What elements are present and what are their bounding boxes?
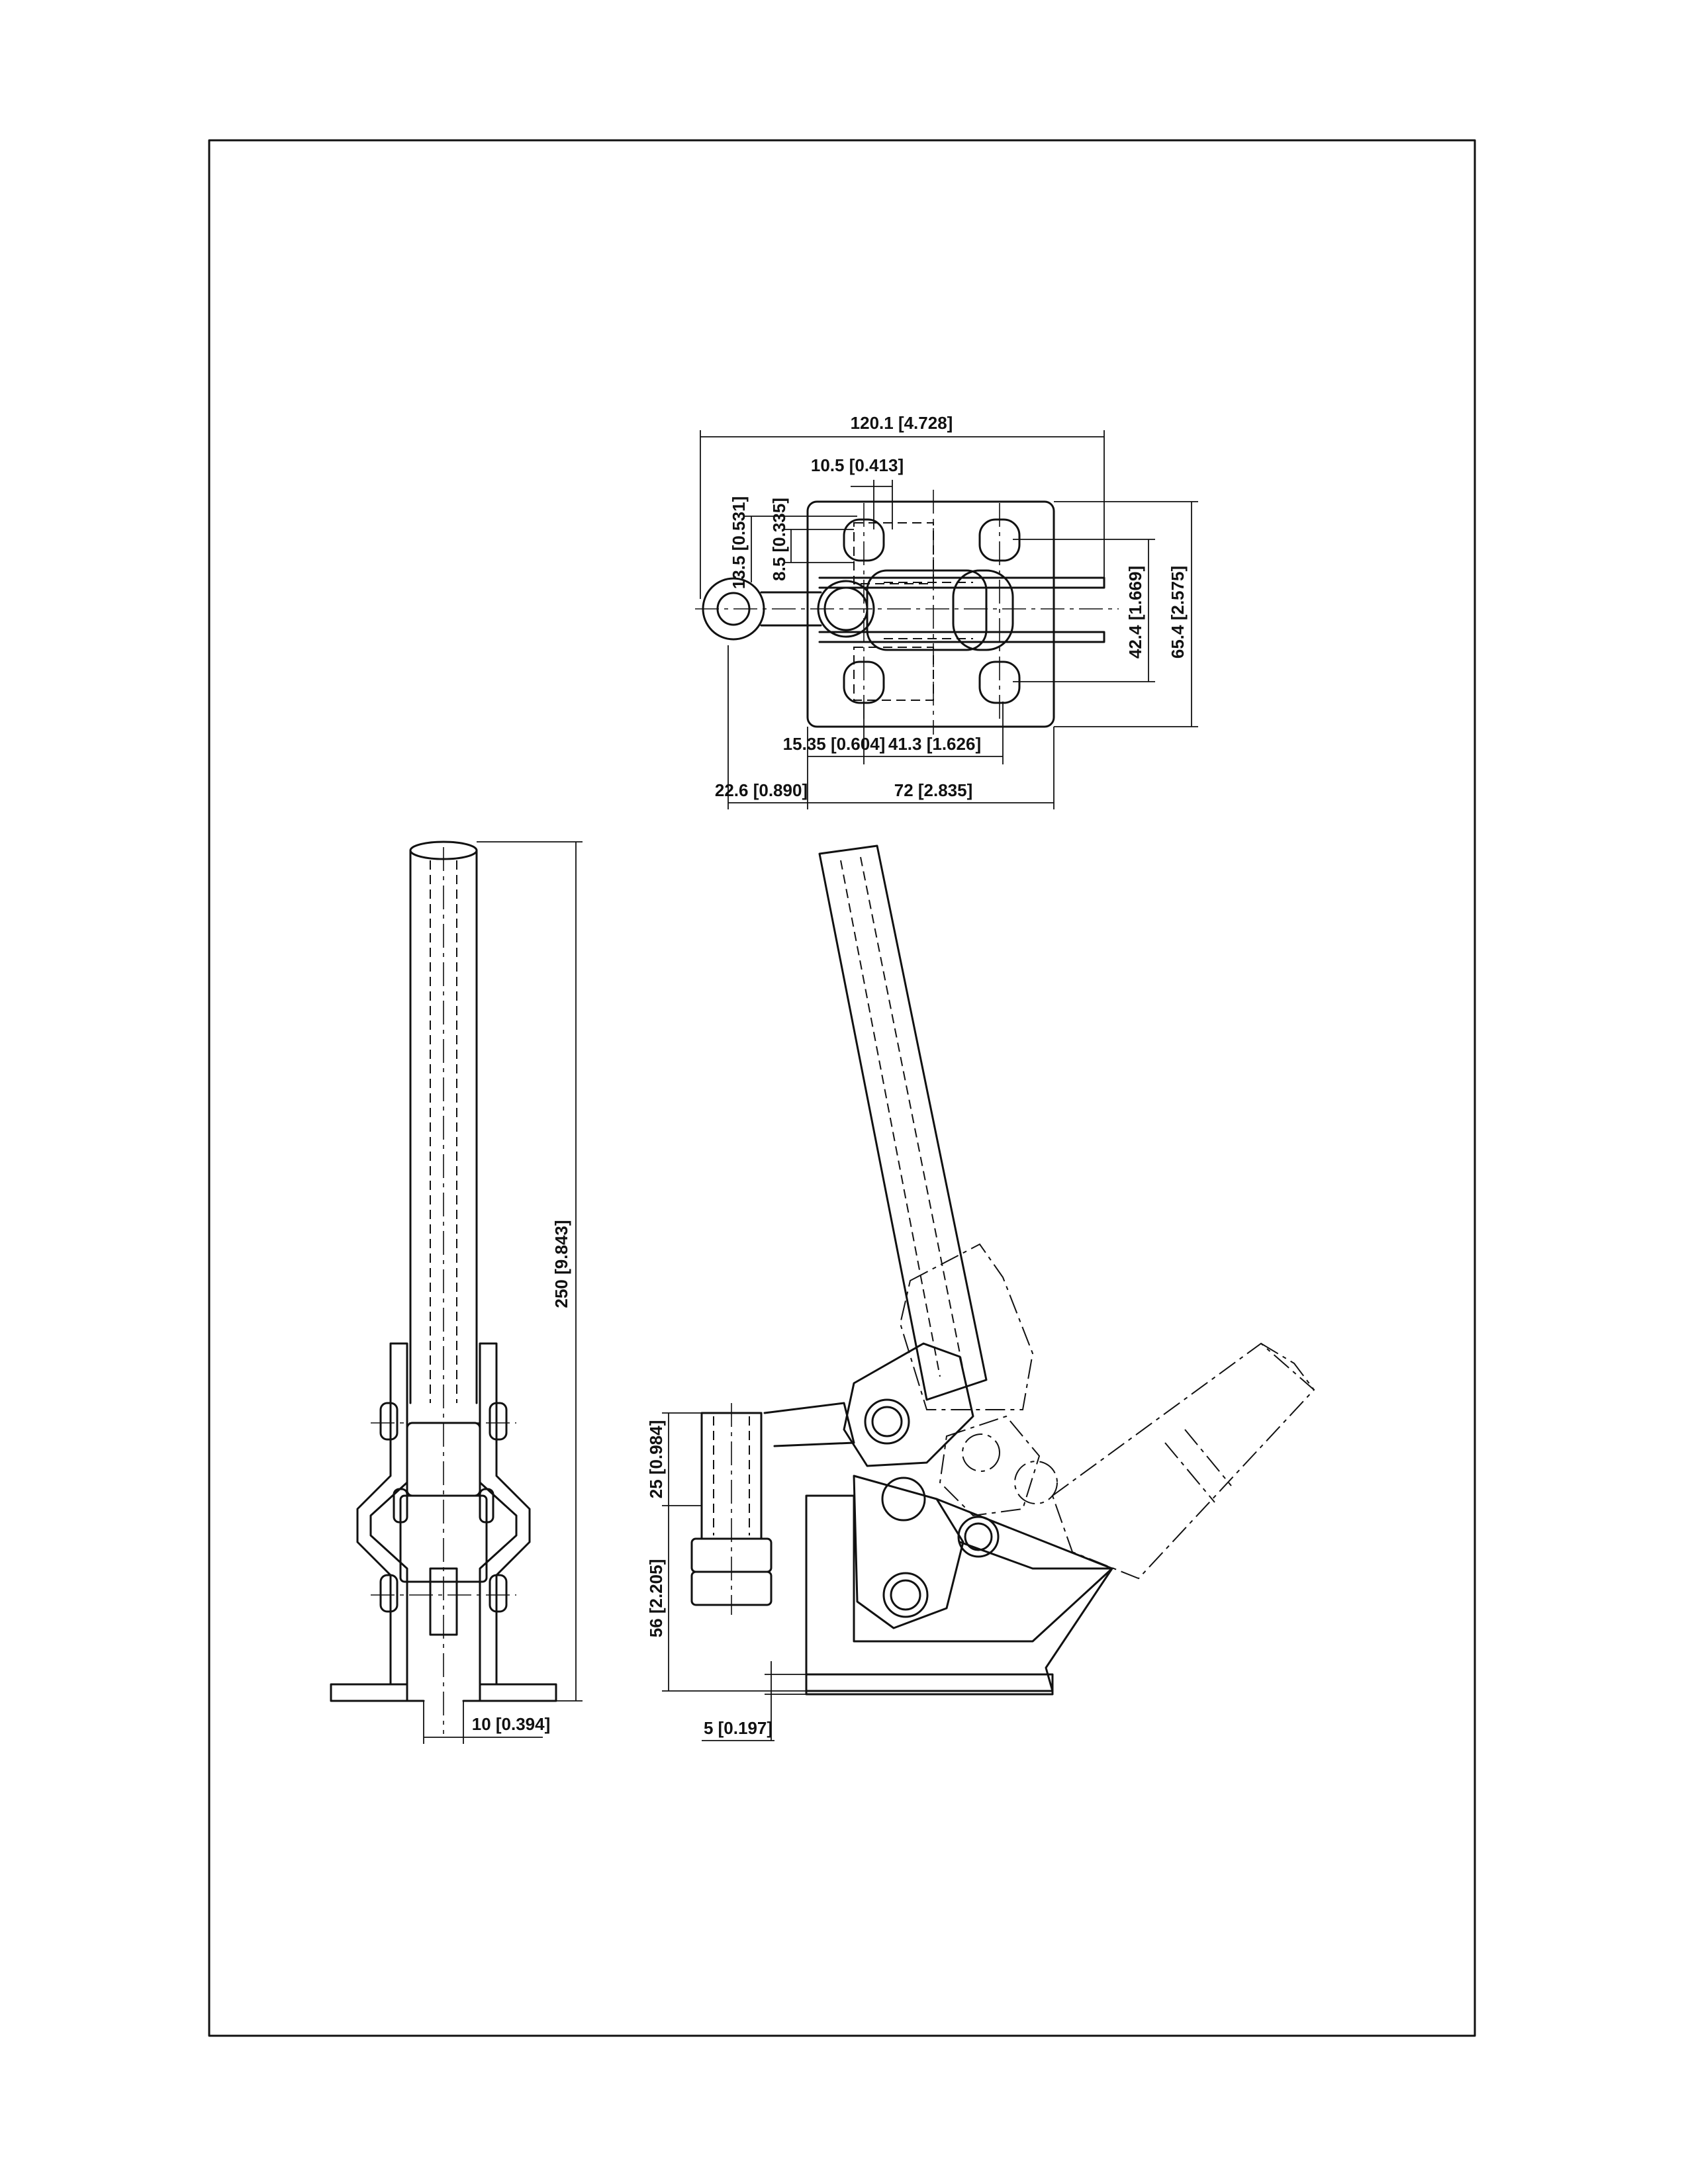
dim-label: 5 [0.197] — [704, 1718, 773, 1738]
side-pivot — [871, 1406, 903, 1437]
side-handle-ghost-grip — [1164, 1343, 1315, 1503]
front-bolt — [479, 1488, 494, 1524]
side-base — [805, 1494, 1113, 1692]
side-pivot — [864, 1398, 910, 1445]
dim-label: 42.4 [1.669] — [1125, 566, 1145, 659]
side-link-mid — [939, 1415, 1041, 1517]
front-view: 250 [9.843] 10 [0.394] — [330, 841, 583, 1744]
side-view: 25 [0.984] 56 [2.205] 5 [0.197] — [646, 844, 1315, 1741]
front-handle-hidden — [430, 860, 457, 1403]
side-pivot — [881, 1477, 926, 1522]
side-arm — [935, 1498, 1113, 1570]
top-rod — [760, 591, 822, 627]
dim-label: 10 [0.394] — [472, 1714, 551, 1734]
side-base-plate — [805, 1673, 1054, 1696]
front-bolt — [489, 1574, 508, 1613]
top-base-plate — [806, 500, 1055, 728]
top-view: 120.1 [4.728] 10.5 [0.413] 13.5 [0.531] … — [695, 413, 1198, 809]
dim-label: 250 [9.843] — [551, 1220, 571, 1308]
front-bolt — [489, 1402, 508, 1441]
dim-label: 15.35 [0.604] — [783, 734, 886, 754]
front-bolt — [393, 1488, 408, 1524]
front-bolt — [379, 1574, 399, 1613]
dim-label: 8.5 [0.335] — [769, 498, 789, 581]
slot-hidden — [853, 522, 934, 584]
side-handle-ghost2 — [1051, 1342, 1315, 1580]
side-pivot-ghost — [1014, 1461, 1058, 1504]
side-spindle-hidden — [713, 1416, 750, 1535]
front-bolt — [379, 1402, 399, 1441]
side-handle-hidden — [840, 856, 964, 1377]
side-handle — [818, 844, 988, 1401]
side-pivot-ghost — [962, 1433, 1000, 1472]
front-handle — [409, 849, 478, 1404]
dim-label: 22.6 [0.890] — [715, 780, 808, 800]
side-pivot — [964, 1522, 993, 1551]
side-handle-ghost — [899, 1243, 1034, 1410]
dim-label: 10.5 [0.413] — [811, 455, 904, 475]
dim-label: 120.1 [4.728] — [851, 413, 953, 433]
dim-label: 25 [0.984] — [646, 1420, 666, 1499]
dim-label: 56 [2.205] — [646, 1559, 666, 1638]
top-arm-lower — [818, 631, 1105, 643]
top-body-hidden — [884, 582, 973, 639]
side-link-lower — [853, 1475, 964, 1629]
slot-hidden — [853, 647, 934, 701]
top-link — [952, 569, 1014, 651]
side-link-upper — [843, 1342, 974, 1467]
dim-label: 41.3 [1.626] — [888, 734, 981, 754]
side-pivot — [890, 1579, 921, 1611]
sheet-border — [208, 139, 1476, 2037]
dim-label: 65.4 [2.575] — [1168, 566, 1188, 659]
dim-label: 13.5 [0.531] — [729, 496, 749, 589]
side-pivot — [957, 1516, 1000, 1558]
side-arm-top — [763, 1402, 855, 1447]
dim-label: 72 [2.835] — [894, 780, 973, 800]
side-pivot — [882, 1572, 929, 1618]
